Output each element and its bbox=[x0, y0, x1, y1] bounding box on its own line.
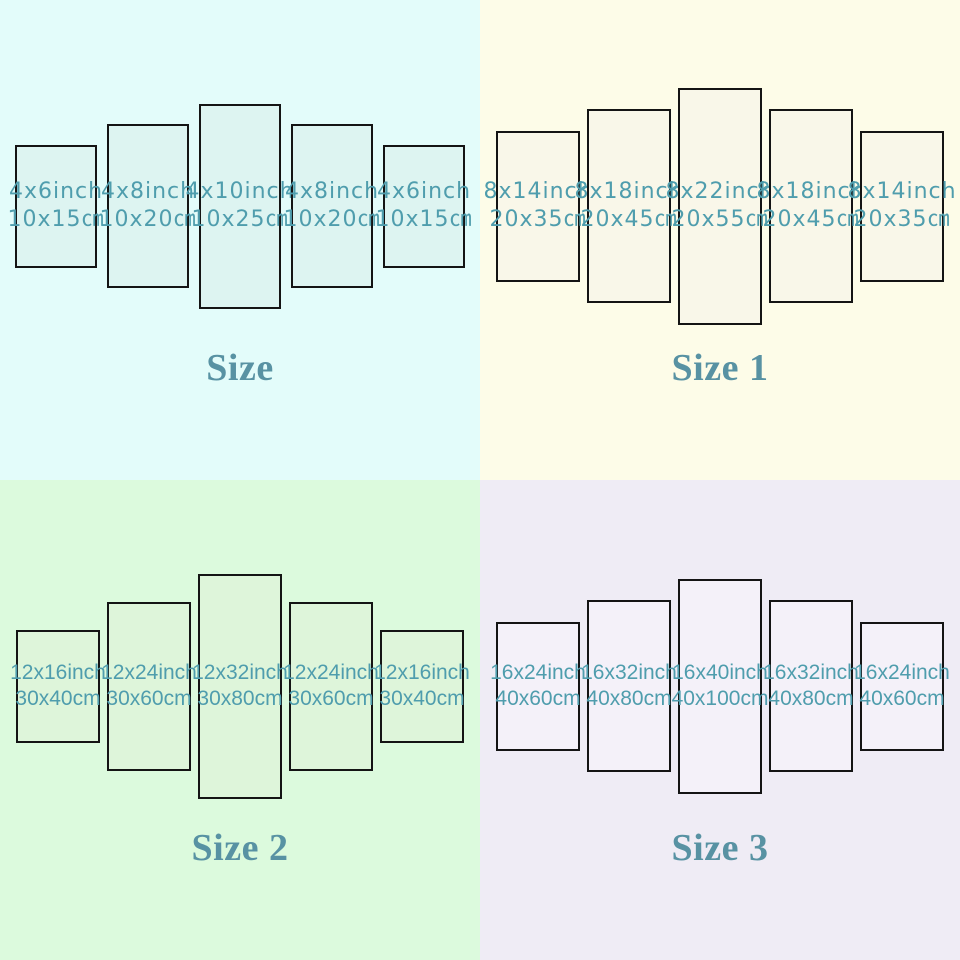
panel-cm-label: 10x20㎝ bbox=[99, 207, 197, 232]
panel-1: 4x6inch 10x15㎝ bbox=[8, 144, 104, 268]
panel-cm-label: 20x35㎝ bbox=[853, 207, 951, 232]
panel-cm-label: 20x45㎝ bbox=[762, 207, 860, 232]
panel-inch-label: 16x32inch bbox=[581, 661, 677, 684]
panel-2: 16x32inch 40x80cm bbox=[581, 600, 677, 772]
panel-inch-label: 12x16inch bbox=[374, 661, 470, 684]
panel-inch-label: 8x14inch bbox=[483, 179, 593, 204]
panel-inch-label: 8x18inch bbox=[574, 179, 684, 204]
panel-5: 8x14inch 20x35㎝ bbox=[847, 130, 956, 282]
quadrant-title: Size 2 bbox=[191, 827, 289, 869]
panel-row: 8x14inch 20x35㎝ 8x18inch 20x45㎝ 8x22inch… bbox=[480, 0, 960, 412]
quadrant-size-2: 12x16inch 30x40cm 12x24inch 30x60cm 12x3… bbox=[0, 480, 480, 960]
quadrant-size-3: 16x24inch 40x60cm 16x32inch 40x80cm 16x4… bbox=[480, 480, 960, 960]
panel-cm-label: 20x55㎝ bbox=[671, 207, 769, 232]
panel-cm-label: 30x80cm bbox=[197, 687, 283, 710]
panel-cm-label: 30x40cm bbox=[15, 687, 101, 710]
panel-2: 8x18inch 20x45㎝ bbox=[574, 109, 683, 303]
panel-3: 12x32inch 30x80cm bbox=[192, 573, 288, 799]
panel-cm-label: 20x45㎝ bbox=[580, 207, 678, 232]
panel-4: 12x24inch 30x60cm bbox=[283, 601, 379, 771]
panel-cm-label: 30x60cm bbox=[288, 687, 374, 710]
panel-5: 4x6inch 10x15㎝ bbox=[376, 144, 472, 268]
quadrant-title: Size 3 bbox=[671, 827, 769, 869]
panel-4: 4x8inch 10x20㎝ bbox=[284, 124, 380, 288]
panel-1: 8x14inch 20x35㎝ bbox=[483, 130, 592, 282]
quadrant-title: Size bbox=[206, 347, 274, 389]
quadrant-size-1: 8x14inch 20x35㎝ 8x18inch 20x45㎝ 8x22inch… bbox=[480, 0, 960, 480]
panel-row: 12x16inch 30x40cm 12x24inch 30x60cm 12x3… bbox=[0, 480, 480, 892]
panel-1: 16x24inch 40x60cm bbox=[490, 621, 586, 751]
panel-3: 8x22inch 20x55㎝ bbox=[665, 87, 774, 325]
panel-cm-label: 30x40cm bbox=[379, 687, 465, 710]
quadrant-size: 4x6inch 10x15㎝ 4x8inch 10x20㎝ 4x10inch 1… bbox=[0, 0, 480, 480]
panel-cm-label: 10x25㎝ bbox=[191, 207, 289, 232]
panel-inch-label: 4x10inch bbox=[185, 179, 295, 204]
panel-inch-label: 12x16inch bbox=[10, 661, 106, 684]
panel-cm-label: 20x35㎝ bbox=[489, 207, 587, 232]
panel-cm-label: 10x20㎝ bbox=[283, 207, 381, 232]
panel-inch-label: 16x24inch bbox=[490, 661, 586, 684]
panel-2: 12x24inch 30x60cm bbox=[101, 601, 197, 771]
panel-5: 12x16inch 30x40cm bbox=[374, 629, 470, 743]
panel-inch-label: 4x6inch bbox=[8, 179, 104, 204]
panel-inch-label: 4x6inch bbox=[376, 179, 472, 204]
panel-inch-label: 4x8inch bbox=[100, 179, 196, 204]
panel-row: 16x24inch 40x60cm 16x32inch 40x80cm 16x4… bbox=[480, 480, 960, 892]
panel-3: 4x10inch 10x25㎝ bbox=[185, 103, 294, 309]
panel-inch-label: 8x22inch bbox=[665, 179, 775, 204]
panel-inch-label: 8x14inch bbox=[847, 179, 957, 204]
panel-inch-label: 16x24inch bbox=[854, 661, 950, 684]
panel-cm-label: 40x100cm bbox=[671, 687, 769, 710]
panel-cm-label: 30x60cm bbox=[106, 687, 192, 710]
panel-3: 16x40inch 40x100cm bbox=[672, 578, 768, 794]
panel-4: 8x18inch 20x45㎝ bbox=[756, 109, 865, 303]
panel-5: 16x24inch 40x60cm bbox=[854, 621, 950, 751]
panel-inch-label: 12x24inch bbox=[283, 661, 379, 684]
panel-cm-label: 40x60cm bbox=[495, 687, 581, 710]
panel-2: 4x8inch 10x20㎝ bbox=[100, 124, 196, 288]
panel-cm-label: 10x15㎝ bbox=[7, 207, 105, 232]
panel-inch-label: 8x18inch bbox=[756, 179, 866, 204]
panel-inch-label: 12x24inch bbox=[101, 661, 197, 684]
panel-inch-label: 4x8inch bbox=[284, 179, 380, 204]
panel-1: 12x16inch 30x40cm bbox=[10, 629, 106, 743]
panel-cm-label: 10x15㎝ bbox=[375, 207, 473, 232]
panel-row: 4x6inch 10x15㎝ 4x8inch 10x20㎝ 4x10inch 1… bbox=[0, 0, 480, 412]
quadrant-title: Size 1 bbox=[671, 347, 769, 389]
panel-4: 16x32inch 40x80cm bbox=[763, 600, 859, 772]
panel-cm-label: 40x80cm bbox=[768, 687, 854, 710]
panel-cm-label: 40x80cm bbox=[586, 687, 672, 710]
panel-cm-label: 40x60cm bbox=[859, 687, 945, 710]
panel-inch-label: 16x40inch bbox=[672, 661, 768, 684]
panel-inch-label: 12x32inch bbox=[192, 661, 288, 684]
panel-inch-label: 16x32inch bbox=[763, 661, 859, 684]
